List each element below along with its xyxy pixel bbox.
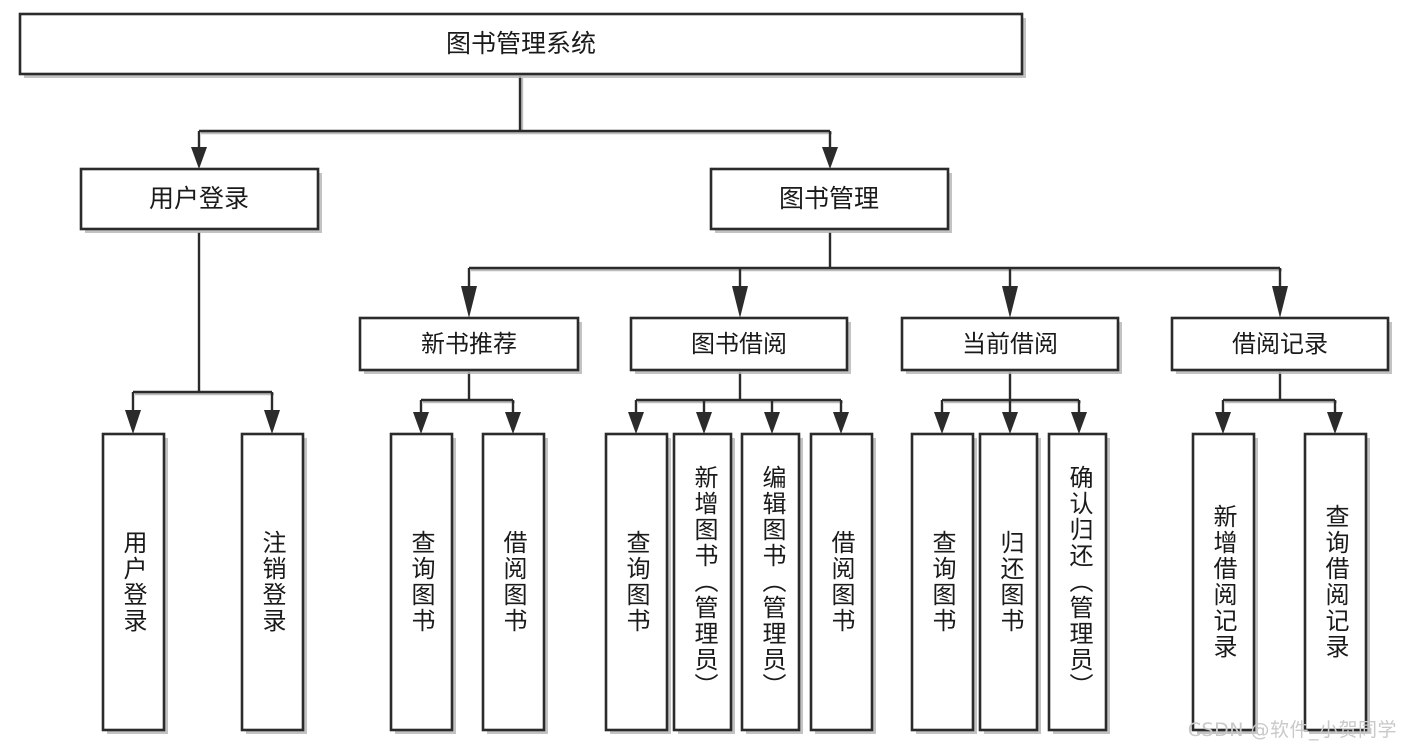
- node-current-borrow[interactable]: 当前借阅: [900, 316, 1122, 374]
- leaf-label-query-book-1: 查询图书: [407, 530, 435, 634]
- leaf-query-book-2[interactable]: 查询图书: [604, 432, 671, 734]
- leaf-label-query-book-3: 查询图书: [928, 530, 956, 634]
- node-book-manage[interactable]: 图书管理: [709, 167, 952, 233]
- node-rect[interactable]: [910, 432, 975, 732]
- node-rect[interactable]: [672, 432, 733, 732]
- leaf-label-add-record: 新增借阅记录: [1209, 504, 1237, 660]
- node-rect[interactable]: [1047, 432, 1108, 732]
- node-rect[interactable]: [1303, 432, 1368, 732]
- leaf-label-logout-login: 注销登录: [258, 530, 286, 634]
- leaf-label-borrow-book-2: 借阅图书: [827, 530, 855, 634]
- node-rect[interactable]: [18, 12, 1024, 76]
- leaf-label-user-login: 用户登录: [119, 530, 147, 634]
- leaf-logout-login[interactable]: 注销登录: [240, 432, 307, 734]
- leaf-query-book-1[interactable]: 查询图书: [389, 432, 456, 734]
- arrow-down-icon: [1002, 286, 1018, 318]
- node-rect[interactable]: [79, 167, 320, 231]
- arrow-down-icon: [1071, 412, 1087, 434]
- node-rect[interactable]: [629, 316, 849, 372]
- node-rect[interactable]: [1191, 432, 1256, 732]
- arrow-down-icon: [628, 412, 644, 434]
- node-user-login[interactable]: 用户登录: [79, 167, 322, 233]
- arrow-down-icon: [505, 412, 521, 434]
- arrow-down-icon: [1272, 286, 1288, 318]
- watermark-text: CSDN @软件_小贺同学: [1187, 719, 1397, 741]
- leaf-label-edit-book: 编辑图书（管理员）: [758, 465, 786, 699]
- node-label-book-manage: 图书管理: [779, 184, 879, 213]
- node-rect[interactable]: [740, 432, 801, 732]
- node-rect[interactable]: [481, 432, 546, 732]
- arrow-down-icon: [1215, 412, 1231, 434]
- leaf-borrow-book-2[interactable]: 借阅图书: [809, 432, 876, 734]
- arrow-down-icon: [732, 286, 748, 318]
- arrow-down-icon: [461, 286, 477, 318]
- node-rect[interactable]: [604, 432, 669, 732]
- node-borrow-record[interactable]: 借阅记录: [1170, 316, 1392, 374]
- node-label-book-borrow: 图书借阅: [691, 330, 787, 358]
- leaf-add-record[interactable]: 新增借阅记录: [1191, 432, 1258, 734]
- leaf-return-book[interactable]: 归还图书: [978, 432, 1041, 734]
- leaf-borrow-book-1[interactable]: 借阅图书: [481, 432, 548, 734]
- node-rect[interactable]: [358, 316, 580, 372]
- arrow-down-icon: [764, 412, 780, 434]
- leaf-label-return-book: 归还图书: [996, 530, 1024, 634]
- leaf-edit-book[interactable]: 编辑图书（管理员）: [740, 432, 803, 734]
- node-label-root: 图书管理系统: [446, 29, 596, 58]
- node-new-book-rec[interactable]: 新书推荐: [358, 316, 582, 374]
- leaf-user-login[interactable]: 用户登录: [101, 432, 168, 734]
- leaf-query-book-3[interactable]: 查询图书: [910, 432, 977, 734]
- node-rect[interactable]: [709, 167, 950, 231]
- node-rect[interactable]: [978, 432, 1039, 732]
- node-label-borrow-record: 借阅记录: [1232, 330, 1328, 358]
- arrow-down-icon: [934, 412, 950, 434]
- node-label-user-login: 用户登录: [149, 184, 249, 213]
- leaf-label-borrow-book-1: 借阅图书: [499, 530, 527, 634]
- node-book-borrow[interactable]: 图书借阅: [629, 316, 851, 374]
- node-label-current-borrow: 当前借阅: [962, 330, 1058, 358]
- arrow-down-icon: [822, 147, 838, 169]
- arrow-down-icon: [1002, 412, 1018, 434]
- leaf-label-add-book: 新增图书（管理员）: [690, 465, 718, 699]
- node-rect[interactable]: [1170, 316, 1390, 372]
- node-rect[interactable]: [101, 432, 166, 732]
- node-rect[interactable]: [900, 316, 1120, 372]
- arrow-down-icon: [833, 412, 849, 434]
- arrow-down-icon: [264, 410, 280, 434]
- leaf-query-record[interactable]: 查询借阅记录: [1303, 432, 1370, 734]
- connector-layer: [125, 76, 1343, 434]
- arrow-down-icon: [696, 412, 712, 434]
- node-root[interactable]: 图书管理系统: [18, 12, 1026, 78]
- node-label-new-book-rec: 新书推荐: [421, 330, 517, 358]
- leaf-label-query-record: 查询借阅记录: [1321, 504, 1349, 660]
- leaf-add-book[interactable]: 新增图书（管理员）: [672, 432, 735, 734]
- leaf-confirm-return[interactable]: 确认归还（管理员）: [1047, 432, 1110, 734]
- node-rect[interactable]: [389, 432, 454, 732]
- leaf-label-query-book-2: 查询图书: [622, 530, 650, 634]
- node-rect[interactable]: [240, 432, 305, 732]
- node-rect[interactable]: [809, 432, 874, 732]
- leaf-label-confirm-return: 确认归还（管理员）: [1065, 465, 1093, 699]
- arrow-down-icon: [191, 147, 207, 169]
- arrow-down-icon: [413, 412, 429, 434]
- arrow-down-icon: [1327, 412, 1343, 434]
- arrow-down-icon: [125, 410, 141, 434]
